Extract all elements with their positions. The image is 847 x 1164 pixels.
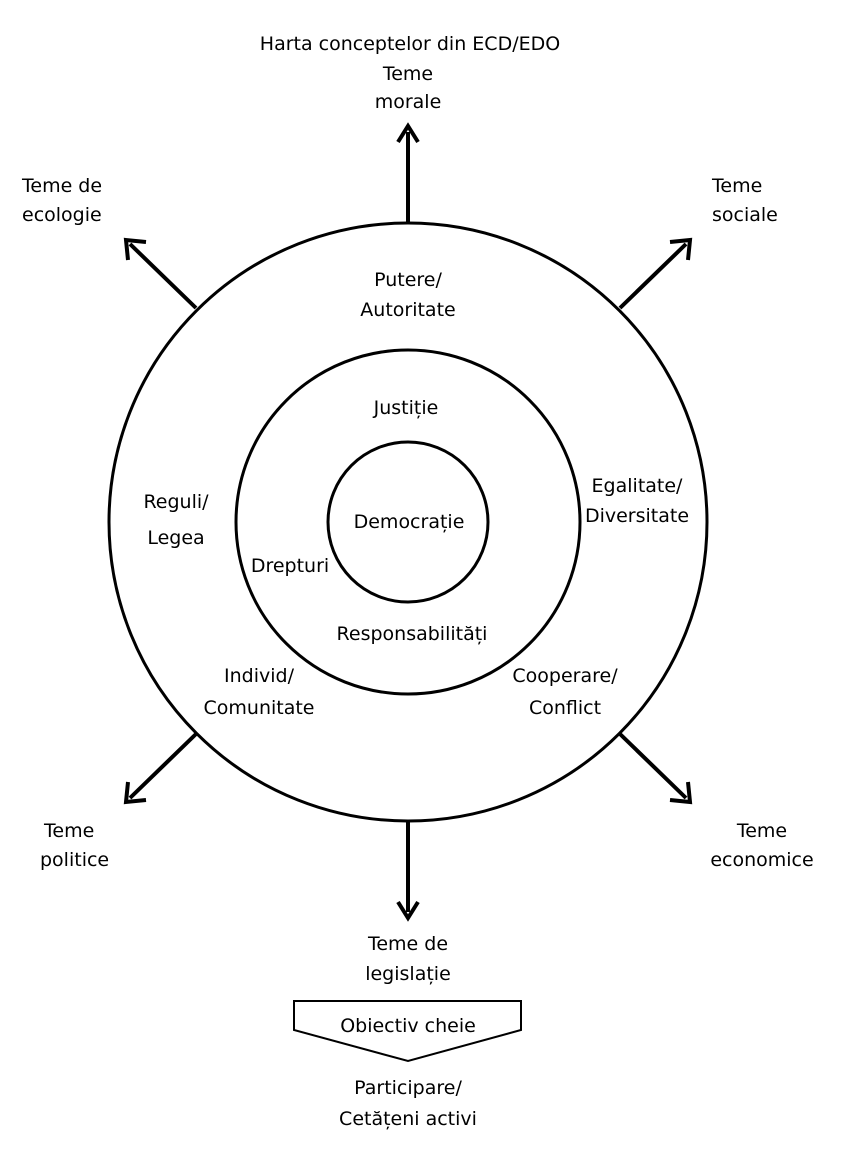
inner-circle [326,440,490,604]
outer-bottom-right-line2: Conflict [529,697,601,719]
outer-left-line1: Reguli/ [143,491,209,513]
arrow-bottom-right [618,732,688,800]
outer-left-line2: Legea [147,527,204,549]
middle-left-label: Drepturi [251,555,329,577]
arrowhead-bottom-left [123,781,147,805]
middle-bottom-label: Responsabilități [337,623,488,645]
objective-result-line1: Participare/ [354,1077,462,1099]
theme-bottom-left-line2: politice [40,849,109,871]
diagram-title: Harta conceptelor din ECD/EDO [260,33,560,55]
arrowhead-top [396,122,420,144]
outer-top-line1: Putere/ [374,269,442,291]
outer-right-line2: Diversitate [585,505,689,527]
arrow-top-right [618,242,688,310]
outer-right-line1: Egalitate/ [592,475,683,497]
outer-top-line2: Autoritate [360,299,455,321]
theme-top-left-line1: Teme de [21,175,102,197]
arrowhead-bottom-right [669,781,693,805]
theme-top-line1: Teme [382,63,433,85]
middle-circle [234,348,582,696]
theme-top-right-line1: Teme [711,175,762,197]
theme-bottom-line2: legislație [365,963,451,985]
key-objective-shape [293,1000,522,1063]
objective-result-line2: Cetățeni activi [339,1108,477,1130]
outer-bottom-left-line2: Comunitate [204,697,315,719]
theme-bottom-left-line1: Teme [43,820,94,842]
outer-bottom-right-line1: Cooperare/ [512,665,618,687]
key-objective-label: Obiectiv cheie [340,1015,476,1037]
arrowhead-top-left [123,237,147,261]
outer-circle [107,221,709,823]
theme-top-left-line2: ecologie [22,204,102,226]
theme-bottom-right-line2: economice [710,849,813,871]
theme-top-line2: morale [375,91,442,113]
theme-bottom-line1: Teme de [367,933,448,955]
theme-top-right-line2: sociale [712,204,778,226]
middle-top-label: Justiție [373,397,439,419]
arrow-bottom-left [128,732,198,800]
arrowhead-bottom [396,900,420,922]
arrowhead-top-right [669,237,693,261]
outer-bottom-left-line1: Individ/ [224,665,295,687]
core-label: Democrație [354,511,465,533]
theme-bottom-right-line1: Teme [736,820,787,842]
arrow-top-left [128,242,198,310]
